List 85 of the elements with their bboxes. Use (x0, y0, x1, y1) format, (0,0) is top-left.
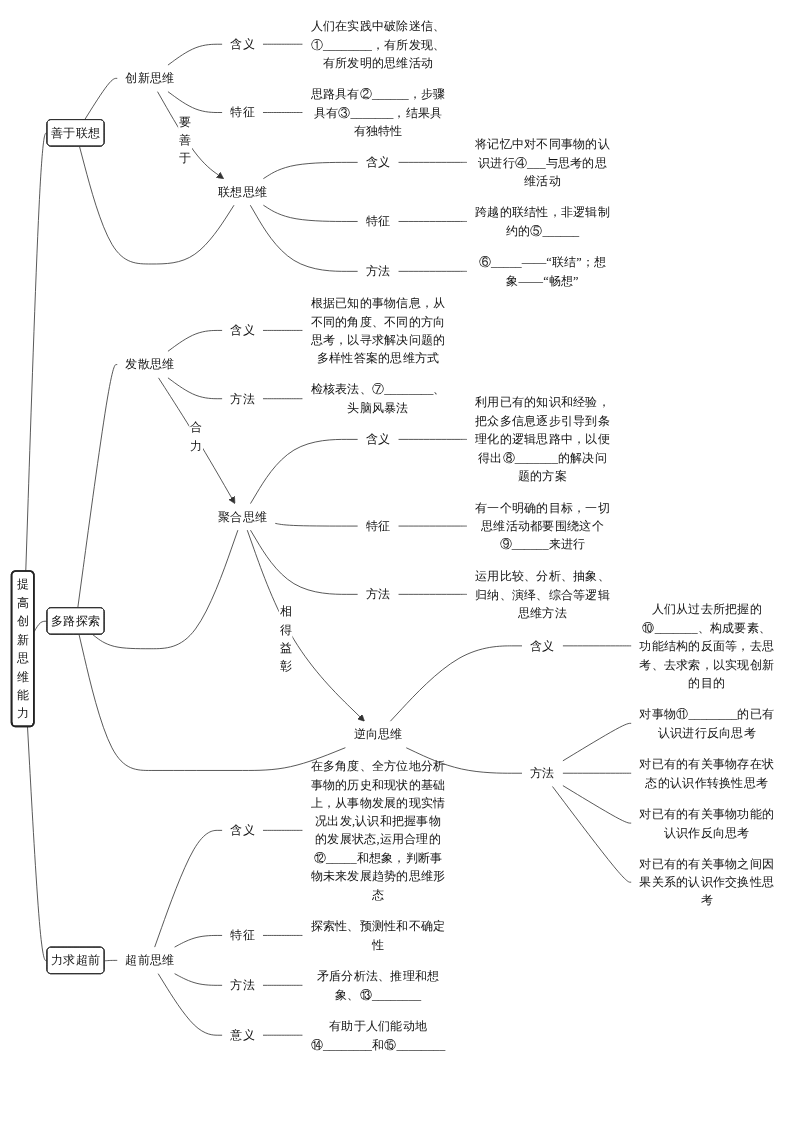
edge-label: 合力 (190, 420, 203, 452)
connector (78, 634, 346, 771)
node-text: 含义 (230, 37, 255, 51)
connector (167, 43, 223, 66)
node-text: 聚合思维 (218, 510, 268, 524)
connector (25, 132, 48, 572)
node-text: 方法 (365, 264, 391, 278)
node-text: 创新思维 (125, 71, 175, 85)
node-text: 探索性、预测性和不确定性 (310, 919, 446, 951)
connector (154, 829, 223, 948)
node-text: 利用已有的知识和经验，把众多信息逐步引导到条理化的逻辑思路中，以便得出⑧_______的解决问题的方案 (474, 395, 610, 483)
node-text: 在多角度、全方位地分析事物的历史和现状的基础上，从事物发展的现实情况出发,认识和把握事物的发展状态,运用合理的⑫_____和想象，判断事物未来发展趋势的思维形态 (310, 759, 446, 902)
node-text: 含义 (230, 323, 255, 337)
node-text: 人们从过去所把握的⑩_______、构成要素、功能结构的反面等，去思考、去求索，以实现创新的目的 (639, 602, 775, 689)
connector (262, 204, 359, 222)
connector (84, 77, 118, 121)
node-text: 方法 (365, 587, 391, 601)
connector (398, 221, 468, 222)
connector (398, 270, 468, 272)
connector (398, 593, 468, 595)
node-text: 特征 (365, 519, 391, 533)
node-text: 意义 (230, 1028, 255, 1042)
connector (174, 935, 223, 948)
node-text: 有助于人们能动地⑭________和⑮________ (310, 1019, 446, 1051)
connector (274, 522, 359, 527)
connector (27, 726, 48, 962)
node-text: 含义 (530, 639, 555, 653)
edge-label: 相得益彰 (279, 604, 292, 673)
node-text: 对事物⑪________的已有认识进行反向思考 (639, 707, 775, 739)
connector (174, 973, 223, 986)
connector (562, 772, 632, 774)
connector (262, 935, 303, 936)
node-text: 发散思维 (125, 357, 175, 371)
connector (262, 112, 303, 113)
node-text: 运用比较、分析、抽象、归纳、演绎、综合等逻辑思维方法 (474, 569, 610, 620)
connector (250, 529, 359, 595)
connector (398, 438, 468, 440)
node-text: 检核表法、⑦________、头脑风暴法 (310, 382, 446, 415)
connector (262, 1034, 303, 1036)
connector (77, 364, 118, 609)
node-text: 矛盾分析法、推理和想象、⑬________ (316, 969, 440, 1001)
connector (398, 162, 468, 163)
connector (262, 829, 303, 831)
node-text: 含义 (365, 155, 391, 169)
node-text: 对已有的有关事物存在状态的认识作转换性思考 (639, 757, 775, 789)
node-text: 将记忆中对不同事物的认识进行④___与思考的思维活动 (474, 137, 610, 188)
connector (167, 91, 223, 113)
connector (262, 398, 303, 400)
node-text: 有一个明确的目标，一切思维活动都要围绕这个⑨______来进行 (474, 500, 610, 551)
node-text: 跨越的联结性，非逻辑制约的⑤______ (474, 205, 610, 238)
node-text: 方法 (230, 978, 255, 992)
connector (250, 438, 359, 504)
node-text: ⑥_____——“联结”；想象——“畅想” (478, 255, 607, 287)
node-text: 逆向思维 (353, 727, 403, 741)
node-text: 联想思维 (218, 185, 268, 199)
connector (262, 330, 303, 331)
node-text: 思路具有②______，步骤具有③_______，结果具有独特性 (310, 87, 446, 138)
connector (92, 529, 239, 650)
node-text: 特征 (365, 214, 391, 228)
node-text: 超前思维 (125, 953, 175, 967)
node-text: 特征 (230, 105, 255, 119)
node-text: 根据已知的事物信息，从不同的角度、不同的方向思考，以寻求解决问题的多样性答案的思维方式 (310, 296, 446, 365)
connector (552, 786, 632, 883)
node-text: 特征 (230, 928, 255, 942)
connector (390, 645, 523, 722)
connector (562, 722, 632, 762)
node-text: 对已有的有关事物之间因果关系的认识作交换性思考 (639, 857, 775, 907)
connector (262, 162, 359, 180)
connector (562, 785, 632, 824)
connector (167, 330, 223, 352)
node-text: 对已有的有关事物功能的认识作反向思考 (639, 807, 775, 839)
connector (104, 959, 118, 962)
connector (79, 146, 235, 265)
node-text: 人们在实践中破除迷信、①________，有所发现、有所发明的思维活动 (310, 19, 446, 69)
connector (262, 43, 303, 45)
connector (405, 747, 523, 774)
node-text: 含义 (365, 432, 391, 446)
connector (249, 204, 359, 272)
node-text: 方法 (230, 391, 255, 406)
connector (167, 377, 223, 400)
node-text: 方法 (530, 766, 555, 780)
connector (262, 984, 303, 986)
node-text: 含义 (230, 823, 255, 837)
edge-label: 要善于 (179, 114, 192, 165)
connector (157, 973, 223, 1036)
